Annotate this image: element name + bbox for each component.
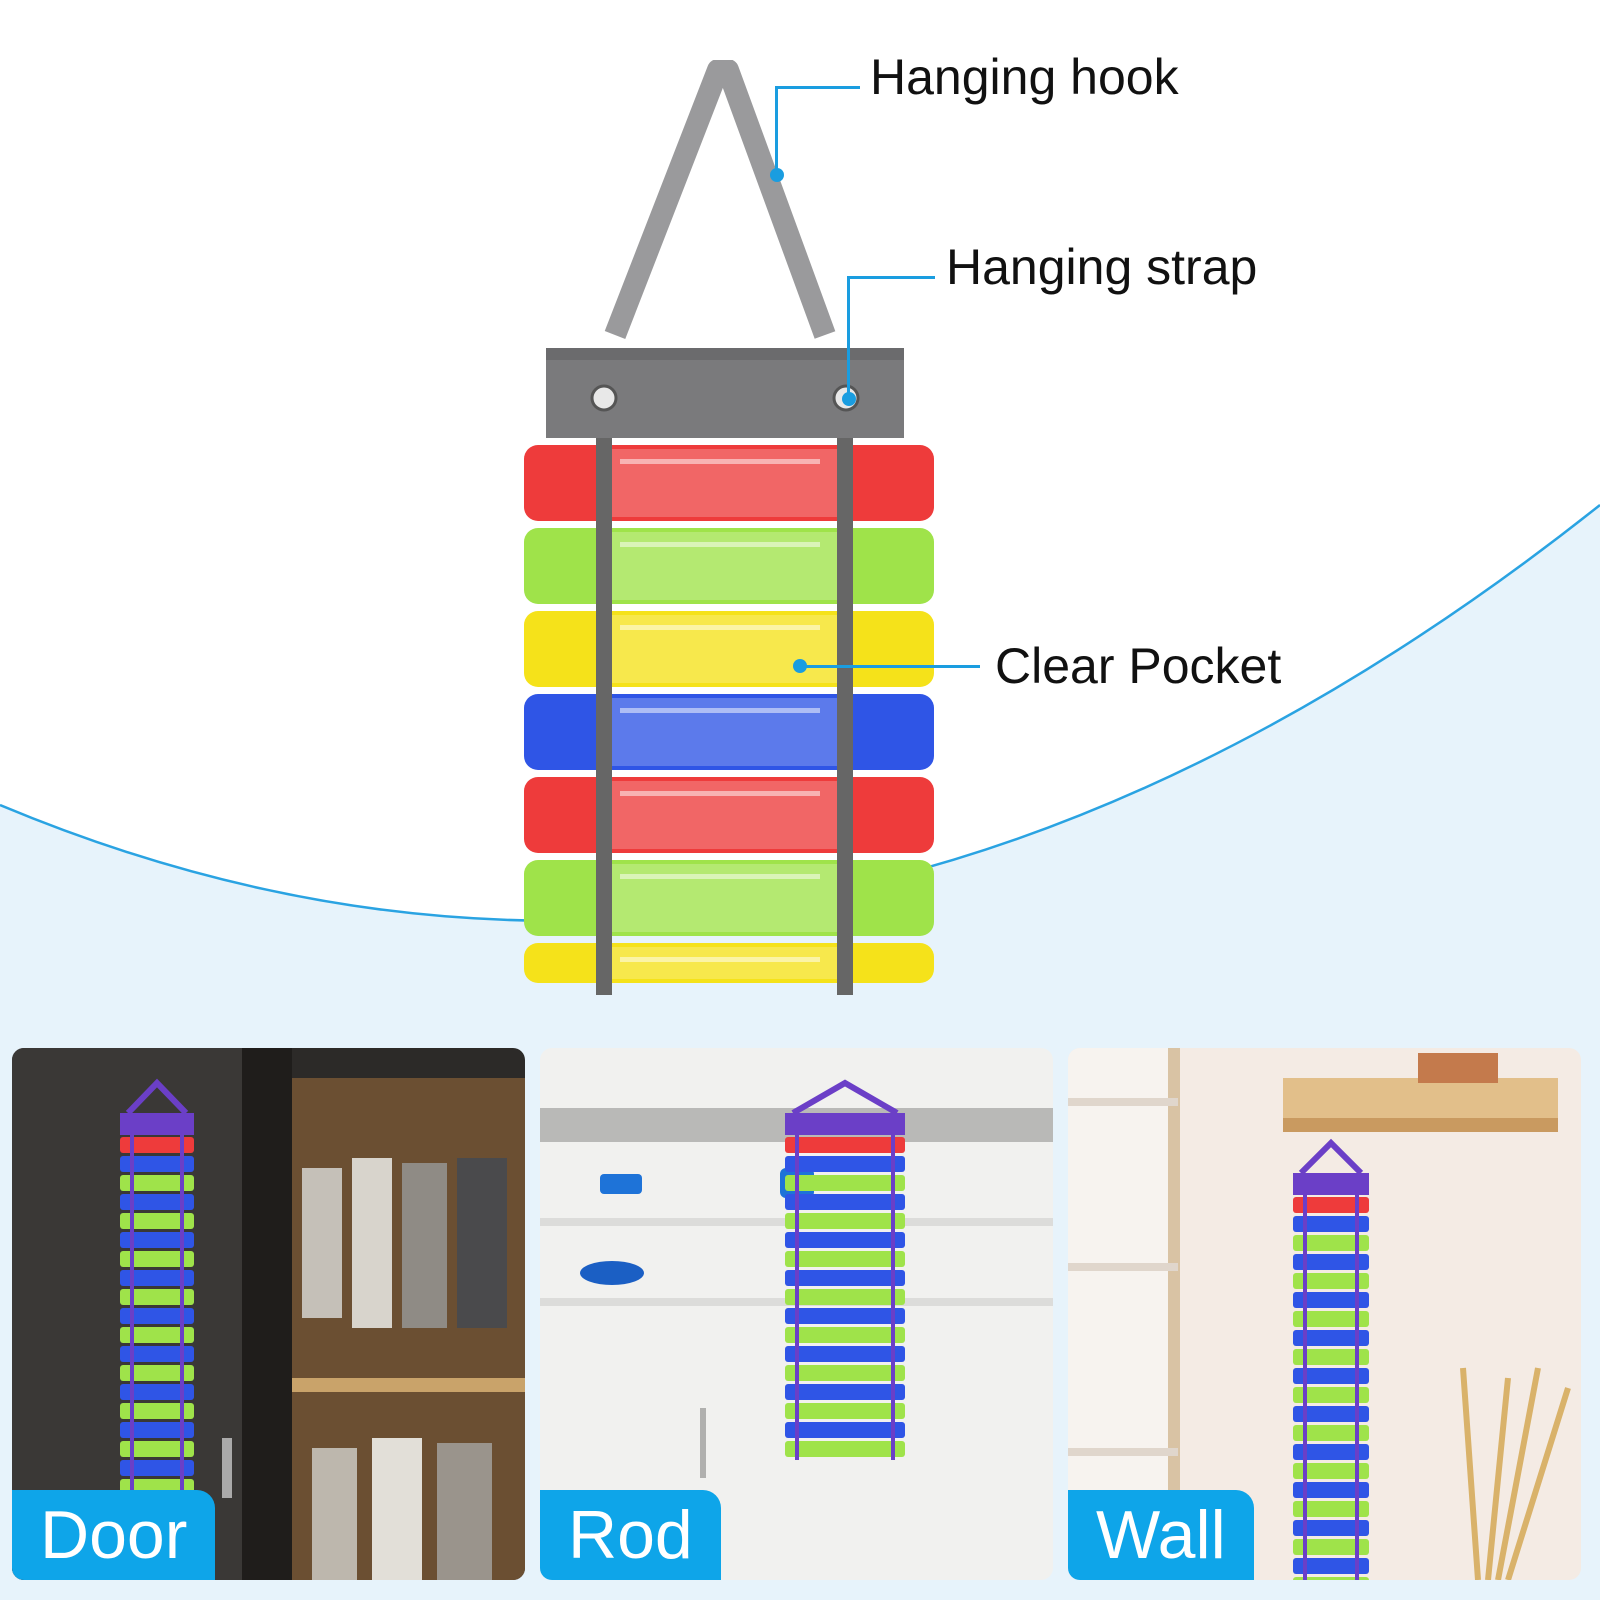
wall-scene-panel: Wall — [1068, 1048, 1581, 1580]
roll-4 — [524, 694, 934, 770]
roll-7 — [524, 943, 934, 983]
roll-2 — [524, 528, 934, 604]
door-scene-panel: Door — [12, 1048, 525, 1580]
scene-label-door: Door — [12, 1490, 216, 1580]
clear-pocket-label: Clear Pocket — [995, 638, 1282, 694]
strap-callout-dot — [842, 392, 856, 406]
hanging-hook-label: Hanging hook — [870, 49, 1179, 105]
pocket-callout-line — [800, 665, 980, 668]
roll-5 — [524, 777, 934, 853]
scene-label-wall: Wall — [1068, 1490, 1254, 1580]
rod-scene-image — [540, 1048, 1053, 1580]
hanging-strap-label: Hanging strap — [946, 239, 1258, 295]
rod-scene-panel: Rod — [540, 1048, 1053, 1580]
strap-callout-line-v — [847, 276, 850, 396]
roll-6 — [524, 860, 934, 936]
hook-callout-line-v — [775, 86, 778, 176]
strap-callout-line-h — [847, 276, 935, 279]
roll-3 — [524, 611, 934, 687]
scene-label-rod: Rod — [540, 1490, 721, 1580]
organizer-product-image — [524, 60, 934, 995]
hook-callout-line-h — [775, 86, 860, 89]
roll-1 — [524, 445, 934, 521]
